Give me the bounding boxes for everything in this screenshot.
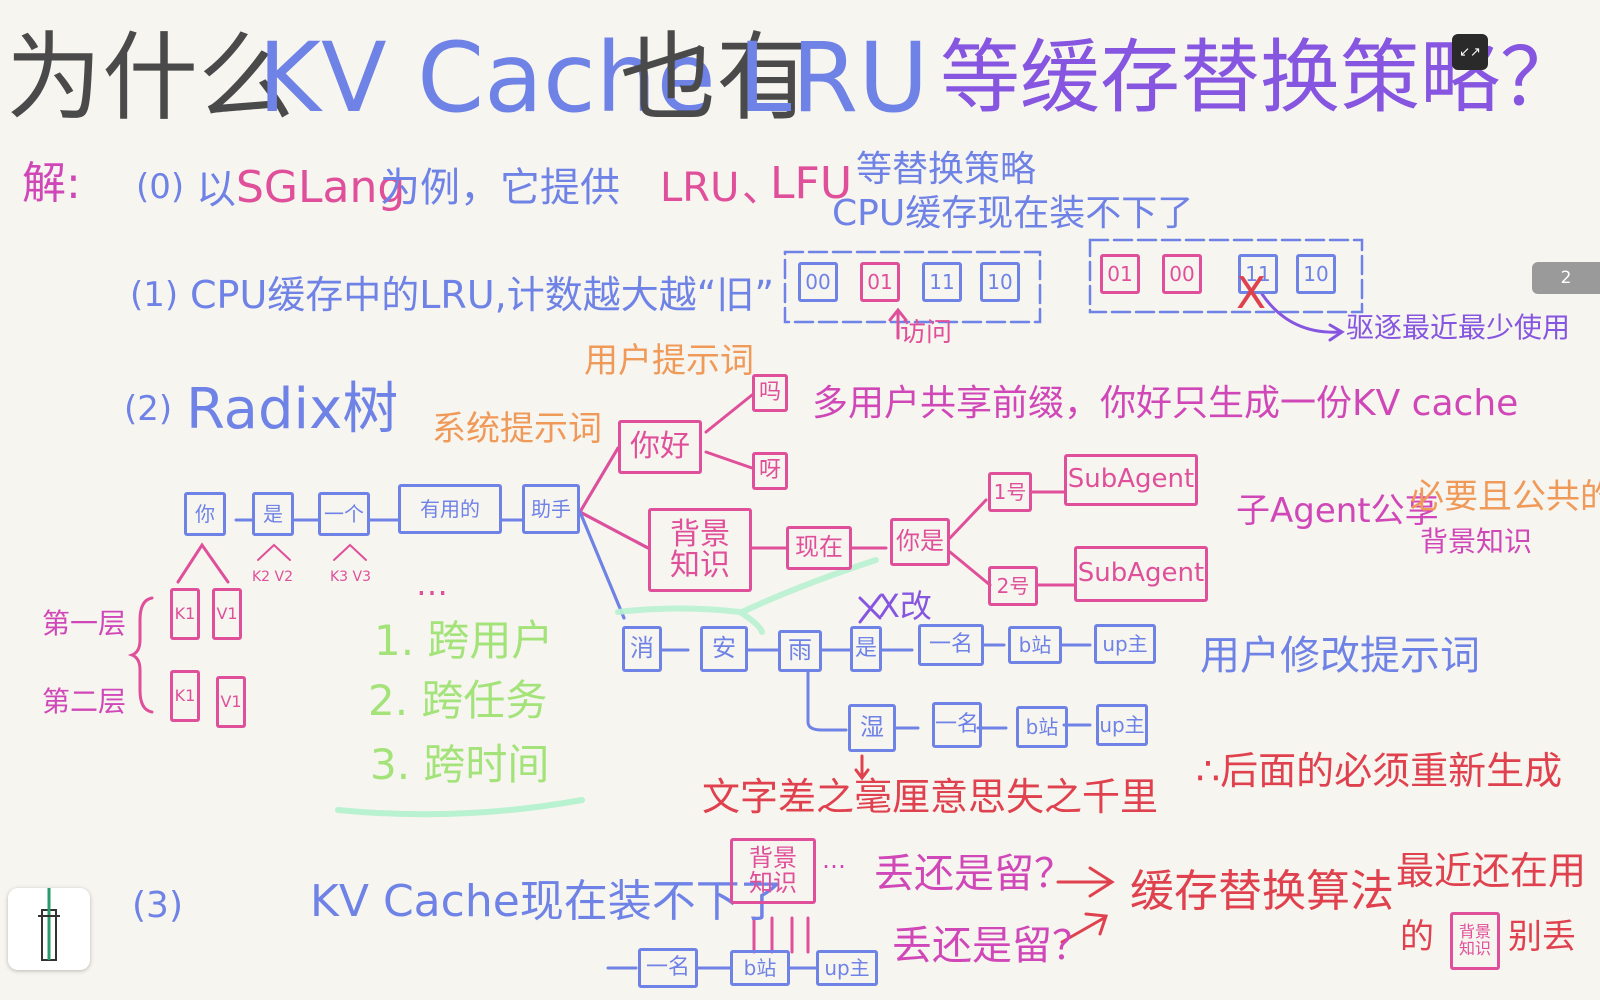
node-base-5: 助手 [522,484,580,534]
node-subagent-1: SubAgent [1064,454,1198,506]
base-ellipsis: … [416,565,448,603]
chain1-node-5: 一名 [918,624,984,666]
s3-question-2: 丢还是留？ [892,923,1092,969]
chain1-node-7: up主 [1094,624,1156,664]
reuse-list-item-1: 1. 跨用户 [374,616,554,665]
s0-mid: 为例，它提供 [380,165,620,211]
share-prefix-note: 多用户共享前缀，你好只生成一份KV cache [812,383,1519,424]
chain2-node-1: 湿 [848,704,896,752]
regen-note: ∴后面的必须重新生成 [1196,749,1563,793]
s0-lfu: LFU [770,158,853,209]
s3-chain-node-1: 一名 [638,948,698,988]
layer1-v: V1 [212,588,242,640]
user-modify-note: 用户修改提示词 [1200,633,1480,679]
kv-label-2: K2 V2 [252,569,294,585]
radix-tree-label: Radix树 [186,377,399,442]
system-prompt-label: 系统提示词 [432,409,602,449]
reuse-list-item-3: 3. 跨时间 [370,740,550,789]
chain2-node-3: b站 [1016,706,1068,748]
thumbnail-icon [38,888,60,961]
s0-pre: 以 [196,167,236,213]
collapse-icon[interactable]: ↙↗ [1452,34,1488,70]
s0-lru: LRU [660,165,740,211]
node-sub-2: 2号 [988,566,1038,606]
node-base-3: 一个 [318,492,370,536]
node-greet-branch-1: 吗 [752,374,788,412]
chain2-node-4: up主 [1096,704,1148,746]
subagent-note-c: 背景知识 [1420,525,1533,558]
title-also: 也有 [620,22,812,134]
s1-number: (1) [130,275,179,315]
cpu-cell-right-1: 01 [1100,254,1140,294]
subagent-note-a: 子Agent公享 [1236,491,1439,531]
node-greet: 你好 [618,420,702,474]
recent-bg-box: 背景知识 [1450,912,1500,970]
cpu-cell-left-3: 11 [922,262,962,302]
layer-label-2: 第二层 [42,685,127,718]
layer-label-1: 第一层 [42,607,127,640]
user-prompt-label: 用户提示词 [584,341,754,381]
node-base-1: 你 [184,492,226,536]
reuse-list-item-2: 2. 跨任务 [368,676,548,725]
s3-question-1: 丢还是留？ [874,851,1074,897]
cpu-cell-left-4: 10 [980,262,1020,302]
s0-post: 等替换策略 [856,149,1037,190]
access-label: 访问 [900,318,953,348]
cpu-cell-left-1: 00 [798,262,838,302]
chain1-node-3: 雨 [778,630,822,672]
cpu-cell-right-3: 11 [1238,254,1278,294]
s0-comma: 、 [742,165,782,211]
s0-number: (0) [136,167,185,207]
chain1-node-6: b站 [1008,626,1062,664]
s3-dots: … [822,846,846,874]
answer-label: 解: [22,158,81,209]
replacement-algorithm: 缓存替换算法 [1130,866,1394,917]
node-bg-knowledge: 背景知识 [648,508,752,592]
recent-note-b: 的 [1400,917,1434,957]
node-subagent-2: SubAgent [1074,546,1208,602]
chain1-node-1: 消 [622,626,662,672]
s3-chain-node-3: up主 [816,950,878,986]
s3-chain-node-2: b站 [730,950,790,986]
node-you-are: 你是 [890,518,950,566]
cpu-cell-right-2: 00 [1162,254,1202,294]
modify-mark: X改 [878,587,932,625]
page-number-badge: 2 [1532,262,1600,294]
node-now: 现在 [786,526,852,570]
node-greet-branch-2: 呀 [752,452,788,490]
title-lru: LRU [738,22,929,134]
s1-above-note: CPU缓存现在装不下了 [832,193,1194,234]
layer2-k: K1 [170,670,200,722]
diff-note: 文字差之毫厘意思失之千里 [702,775,1159,819]
layer1-k: K1 [170,588,200,640]
node-base-2: 是 [252,492,294,536]
chain1-node-4: 是 [850,626,882,672]
subagent-note-b: 必要且公共的 [1410,477,1600,517]
evict-label: 驱逐最近最少使用 [1346,311,1571,344]
chain2-node-2: 一名 [932,702,982,748]
s3-number: (3) [132,885,183,926]
s0-sglang: SGLang [236,162,406,213]
layer2-v: V1 [216,676,246,728]
s1-text: CPU缓存中的LRU,计数越大越“旧” [190,273,775,317]
node-sub-1: 1号 [988,472,1032,512]
evict-cross: X [1236,268,1267,319]
cpu-cell-right-4: 10 [1296,254,1336,294]
title-kv-cache: KV Cache [258,22,716,134]
chain1-node-2: 安 [700,626,748,672]
s3-bg-knowledge: 背景知识 [730,838,816,904]
kv-label-3: K3 V3 [330,569,372,585]
cpu-cell-left-2: 01 [860,262,900,302]
title-prefix: 为什么 [6,22,294,134]
s2-number: (2) [124,389,173,429]
node-base-4: 有用的 [398,484,502,534]
slide-thumbnail[interactable] [8,888,90,970]
recent-note-a: 最近还在用 [1396,849,1587,893]
recent-note-c: 别丢 [1508,917,1576,957]
s3-text: KV Cache现在装不下了 [310,876,784,927]
